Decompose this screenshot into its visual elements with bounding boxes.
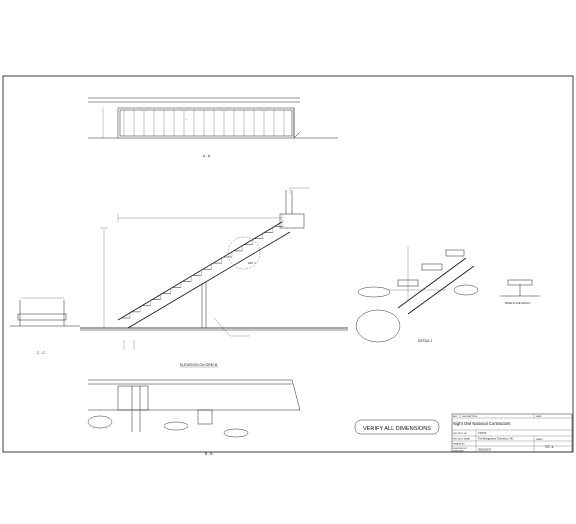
base-plate-caption: BASE PLATE DETAIL xyxy=(505,301,531,305)
plan-view-bottom: B - B xyxy=(87,379,301,456)
tb-checked-by-label: CHECKED BY xyxy=(453,448,468,450)
verify-dimensions-text: VERIFY ALL DIMENSIONS xyxy=(363,426,431,432)
plan-dim-text: — xyxy=(185,118,188,121)
tb-rev-label: REV xyxy=(453,416,458,418)
section-c-view: C - C xyxy=(10,297,80,355)
tb-sheet-label: SHEET xyxy=(536,439,544,441)
section-c-label: C - C xyxy=(37,351,45,355)
section-a-label: A - A xyxy=(203,154,211,158)
detail-1-view: DETAIL 1 xyxy=(355,246,479,343)
detail-callout: DET. 1 xyxy=(248,261,256,265)
tb-company: Night Owl National Contractors xyxy=(453,421,510,426)
tb-date-label: DATE xyxy=(536,415,542,418)
tb-drawn-by-label: DRAWN BY xyxy=(453,443,465,446)
elevation-caption: ELEVATION ON GRID B xyxy=(180,363,218,367)
tb-sheet-no: ST-1 xyxy=(545,444,554,449)
plan-view-top: — A - A xyxy=(88,97,338,158)
stair-elevation: DET. 1 ELEVATION ON GRID B xyxy=(80,187,348,368)
sheet-border xyxy=(2,75,574,453)
tb-project-no: XXXXX xyxy=(478,431,487,435)
section-b-label: B - B xyxy=(205,452,213,456)
title-block: REV DESCRIPTION DATE Night Owl National … xyxy=(451,413,573,453)
detail-caption: DETAIL 1 xyxy=(418,339,432,343)
tb-issue-date: 05/02/2023 xyxy=(478,448,492,452)
plan-treads xyxy=(123,110,285,136)
tb-project-name: The Bungalows, Dennison, NC xyxy=(478,437,514,441)
base-plate-detail: BASE PLATE DETAIL xyxy=(500,279,540,305)
tb-issue-date-label: ISSUE DATE xyxy=(453,450,464,453)
tb-description-label: DESCRIPTION xyxy=(462,416,477,418)
elevation-treads xyxy=(122,220,284,319)
tb-project-no-label: PROJECT NO xyxy=(453,433,467,435)
verify-note: VERIFY ALL DIMENSIONS xyxy=(354,419,440,435)
tb-project-name-label: PROJECT NAME xyxy=(453,438,471,441)
